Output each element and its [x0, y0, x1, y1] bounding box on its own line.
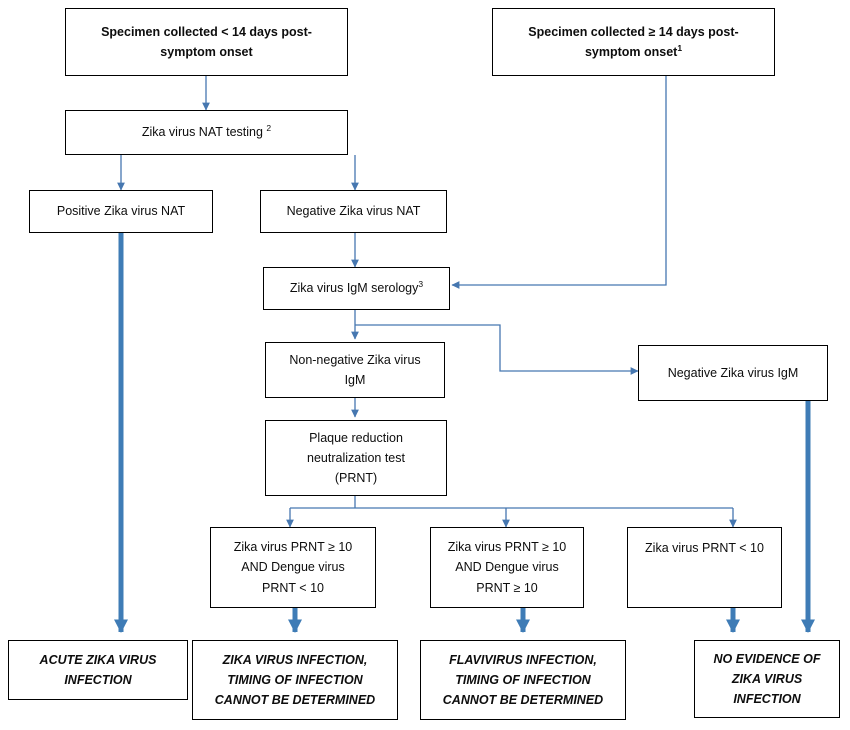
- node-label: Zika virus PRNT ≥ 10 AND Dengue virus PR…: [447, 540, 567, 595]
- node-non-negative-zika-virus-igm[interactable]: Non-negative Zika virus IgM: [265, 342, 445, 398]
- node-label: Specimen collected ≥ 14 days post- sympt…: [528, 24, 739, 59]
- node-label: Positive Zika virus NAT: [56, 204, 186, 219]
- node-label: Specimen collected < 14 days post- sympt…: [101, 24, 312, 59]
- node-zika-virus-igm-serology[interactable]: Zika virus IgM serology3: [263, 267, 450, 310]
- node-label: Zika virus NAT testing 2: [141, 123, 272, 140]
- node-label: Plaque reduction neutralization test (PR…: [307, 430, 405, 486]
- edge-specimen-ge14-to-igm-serology: [451, 76, 667, 289]
- node-label: Zika virus IgM serology3: [289, 279, 424, 296]
- node-label: NO EVIDENCE OF ZIKA VIRUS INFECTION: [713, 651, 821, 707]
- node-label: ACUTE ZIKA VIRUS INFECTION: [39, 652, 157, 687]
- node-label: Non-negative Zika virus IgM: [289, 352, 421, 387]
- footnote-marker-3: 3: [418, 279, 424, 290]
- node-label: Negative Zika virus IgM: [667, 365, 799, 380]
- node-label: Zika virus PRNT ≥ 10 AND Dengue virus PR…: [233, 540, 353, 595]
- node-outcome-zika-virus-infection-untimed[interactable]: ZIKA VIRUS INFECTION, TIMING OF INFECTIO…: [192, 640, 398, 720]
- node-plaque-reduction-neutralization-test[interactable]: Plaque reduction neutralization test (PR…: [265, 420, 447, 496]
- node-label: Zika virus PRNT < 10: [645, 541, 764, 555]
- node-specimen-collected-ge-14-days[interactable]: Specimen collected ≥ 14 days post- sympt…: [492, 8, 775, 76]
- node-zika-prnt-ge10-dengue-lt10[interactable]: Zika virus PRNT ≥ 10 AND Dengue virus PR…: [210, 527, 376, 608]
- node-zika-virus-nat-testing[interactable]: Zika virus NAT testing 2: [65, 110, 348, 155]
- node-negative-zika-virus-igm[interactable]: Negative Zika virus IgM: [638, 345, 828, 401]
- edge-igm-serology-to-negative-igm: [355, 324, 639, 375]
- footnote-marker-1: 1: [677, 42, 683, 53]
- node-positive-zika-virus-nat[interactable]: Positive Zika virus NAT: [29, 190, 213, 233]
- footnote-marker-2: 2: [266, 123, 272, 134]
- node-outcome-no-evidence-of-zika[interactable]: NO EVIDENCE OF ZIKA VIRUS INFECTION: [694, 640, 840, 718]
- node-negative-zika-virus-nat[interactable]: Negative Zika virus NAT: [260, 190, 447, 233]
- node-specimen-collected-lt-14-days[interactable]: Specimen collected < 14 days post- sympt…: [65, 8, 348, 76]
- node-label: FLAVIVIRUS INFECTION, TIMING OF INFECTIO…: [442, 652, 604, 708]
- node-outcome-acute-zika-virus-infection[interactable]: ACUTE ZIKA VIRUS INFECTION: [8, 640, 188, 700]
- node-label: Negative Zika virus NAT: [286, 204, 421, 219]
- node-zika-prnt-ge10-dengue-ge10[interactable]: Zika virus PRNT ≥ 10 AND Dengue virus PR…: [430, 527, 584, 608]
- node-outcome-flavivirus-infection-untimed[interactable]: FLAVIVIRUS INFECTION, TIMING OF INFECTIO…: [420, 640, 626, 720]
- node-label: ZIKA VIRUS INFECTION, TIMING OF INFECTIO…: [214, 652, 376, 708]
- node-zika-prnt-lt10[interactable]: Zika virus PRNT < 10: [627, 527, 782, 608]
